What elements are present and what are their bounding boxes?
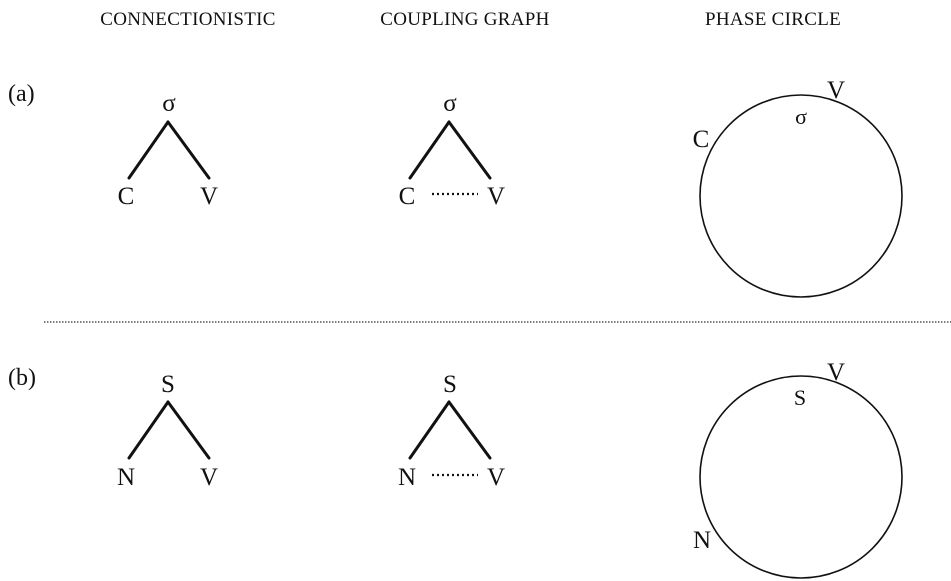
row-b-conn-top-node: S — [161, 371, 175, 398]
row-a-phase-circle-shape — [699, 94, 903, 298]
row-b-phase-v-label: V — [827, 359, 845, 386]
row-a-coup-top-node: σ — [443, 90, 457, 117]
row-b: (b) S N V S N V S V N — [8, 359, 903, 579]
row-a-coup-right-edge — [447, 120, 492, 180]
row-a-phase-v-label: V — [827, 77, 845, 104]
row-a-coup-left-node: C — [399, 183, 416, 210]
row-a-conn-right-edge — [166, 120, 211, 180]
row-a-coup-right-node: V — [487, 183, 505, 210]
row-a-coupling-graph: σ C V — [399, 90, 505, 210]
row-b-coup-left-edge — [408, 400, 451, 460]
row-b-coup-right-node: V — [487, 464, 505, 491]
row-a-conn-right-node: V — [200, 183, 218, 210]
row-b-coupling-graph: S N V — [398, 371, 505, 491]
row-a-phase-inner-label: σ — [795, 104, 807, 129]
row-b-conn-left-edge — [127, 400, 170, 460]
row-b-label: (b) — [8, 365, 36, 391]
row-b-coup-right-edge — [447, 400, 492, 460]
header-phase-circle: PHASE CIRCLE — [705, 9, 841, 30]
row-a-conn-top-node: σ — [162, 90, 176, 117]
row-a-phase-c-label: C — [693, 126, 710, 153]
row-a-conn-left-node: C — [118, 183, 135, 210]
row-b-connectionistic-tree: S N V — [117, 371, 218, 491]
row-b-coup-top-node: S — [443, 371, 457, 398]
row-a-label: (a) — [8, 81, 35, 107]
row-a: (a) σ C V σ C V σ V C — [8, 77, 903, 298]
row-b-conn-right-node: V — [200, 464, 218, 491]
row-a-conn-left-edge — [127, 120, 170, 180]
row-a-coup-left-edge — [408, 120, 451, 180]
row-b-phase-circle: S V N — [693, 359, 903, 579]
row-a-connectionistic-tree: σ C V — [118, 90, 218, 210]
row-b-coup-left-node: N — [398, 464, 416, 491]
row-b-phase-n-label: N — [693, 527, 711, 554]
row-a-phase-circle: σ V C — [693, 77, 903, 298]
row-b-phase-inner-label: S — [794, 385, 806, 410]
row-b-conn-right-edge — [166, 400, 211, 460]
header-connectionistic: CONNECTIONISTIC — [100, 9, 276, 30]
row-b-phase-circle-shape — [699, 375, 903, 579]
header-coupling-graph: COUPLING GRAPH — [380, 9, 549, 30]
row-b-conn-left-node: N — [117, 464, 135, 491]
